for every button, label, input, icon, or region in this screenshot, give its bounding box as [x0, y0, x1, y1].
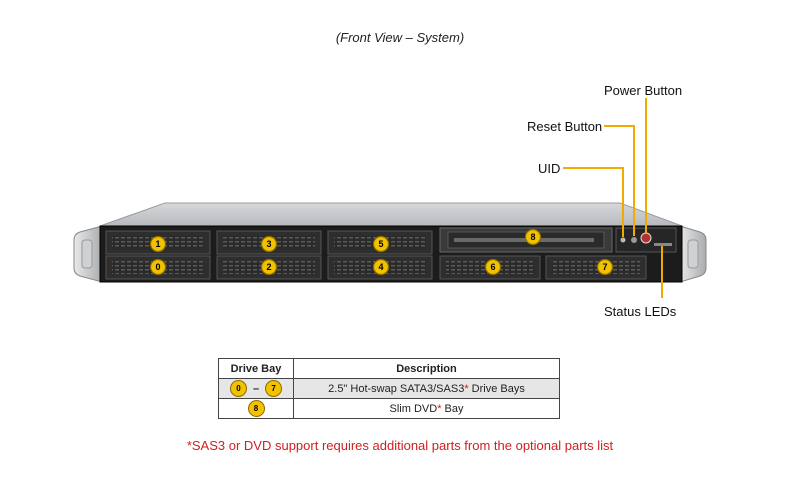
description-cell: Slim DVD* Bay — [293, 398, 560, 419]
bay-badge-5: 5 — [372, 235, 390, 253]
dvd-bay — [439, 227, 613, 253]
svg-text:6: 6 — [490, 262, 495, 272]
description-suffix: Bay — [441, 402, 464, 415]
svg-text:3: 3 — [266, 239, 271, 249]
right-rack-ear — [679, 225, 707, 283]
status-leds-label: Status LEDs — [604, 304, 677, 319]
range-dash: – — [252, 382, 260, 395]
power-button-label: Power Button — [604, 83, 683, 98]
reset-button-icon — [631, 237, 637, 243]
bay-badge: 8 — [247, 400, 265, 417]
table-header: Drive Bay Description — [218, 358, 560, 379]
uid-led — [620, 237, 626, 243]
bay-badge-3: 3 — [260, 235, 278, 253]
bay-badge-6: 6 — [484, 258, 502, 276]
reset-button-label: Reset Button — [527, 119, 603, 134]
asterisk: * — [437, 402, 442, 415]
table-row: 0–7 2.5" Hot-swap SATA3/SAS3* Drive Bays — [218, 378, 560, 399]
bay-badge: 7 — [265, 380, 283, 397]
svg-text:0: 0 — [155, 262, 160, 272]
header-drive-bay: Drive Bay — [218, 358, 294, 379]
drive-bay-table: Drive Bay Description 0–7 2.5" Hot-swap … — [218, 358, 560, 419]
svg-text:5: 5 — [378, 239, 383, 249]
svg-text:7: 7 — [602, 262, 607, 272]
bay-badge-2: 2 — [260, 258, 278, 276]
table-row: 8 Slim DVD* Bay — [218, 398, 560, 419]
bay-badge-1: 1 — [149, 235, 167, 253]
callout-lines — [563, 98, 663, 298]
power-button-icon — [640, 232, 652, 244]
svg-text:8: 8 — [530, 232, 535, 242]
svg-text:4: 4 — [378, 262, 383, 272]
svg-text:2: 2 — [266, 262, 271, 272]
bay-badge-4: 4 — [372, 258, 390, 276]
left-rack-ear — [73, 225, 103, 283]
figure-caption: (Front View – System) — [335, 30, 465, 45]
bay-badge-0: 0 — [149, 258, 167, 276]
description-cell: 2.5" Hot-swap SATA3/SAS3* Drive Bays — [293, 378, 560, 399]
footnote: *SAS3 or DVD support requires additional… — [186, 438, 614, 453]
description-text: 2.5" Hot-swap SATA3/SAS3 — [328, 382, 465, 395]
description-suffix: Drive Bays — [468, 382, 525, 395]
header-description: Description — [293, 358, 560, 379]
description-text: Slim DVD — [389, 402, 438, 415]
bay-badge-7: 7 — [596, 258, 614, 276]
svg-text:1: 1 — [155, 239, 160, 249]
bay-badge: 0 — [229, 380, 247, 397]
chassis-top — [99, 202, 683, 227]
uid-label: UID — [538, 161, 561, 176]
status-leds — [654, 243, 672, 246]
asterisk: * — [464, 382, 469, 395]
bay-range-cell: 0–7 — [218, 378, 294, 399]
bay-badge-8: 8 — [524, 228, 542, 246]
bay-cell: 8 — [218, 398, 294, 419]
